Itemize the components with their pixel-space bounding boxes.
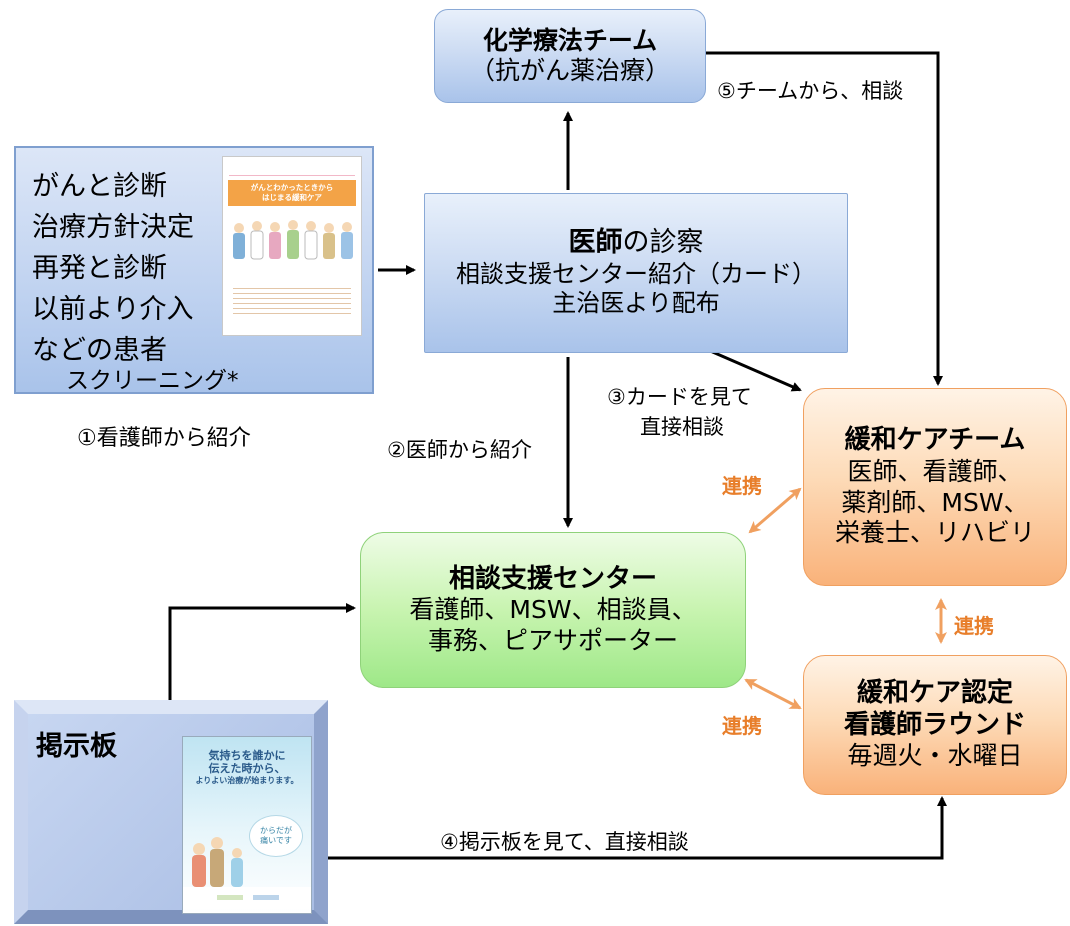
label-nurse-referral: ①看護師から紹介	[77, 426, 251, 451]
link-support-palliative	[748, 487, 802, 534]
arrow-chemo-to-palliative	[706, 51, 943, 386]
label-card-consult-2: 直接相談	[640, 415, 724, 439]
nurse-round-title-1: 緩和ケア認定	[856, 678, 1013, 709]
nurse-round-title-2: 看護師ラウンド	[843, 709, 1026, 740]
link-support-nurse	[744, 678, 802, 710]
patients-line-4: 以前より介入	[32, 294, 194, 325]
poster-bubble-line-1: からだが	[260, 826, 292, 835]
card-text-block	[233, 284, 351, 314]
card-title-line-1: がんとわかったときから	[250, 183, 334, 192]
doctor-exam-title-bold: 医師	[568, 227, 623, 259]
arrow-board-to-nurse-round	[326, 796, 947, 860]
support-center-line-2: 事務、ピアサポーター	[427, 625, 678, 655]
card-title-line-2: はじまる緩和ケア	[262, 193, 322, 202]
label-doctor-referral: ②医師から紹介	[387, 438, 532, 462]
doctor-exam-line-3: 主治医より配布	[552, 289, 720, 318]
doctor-exam-box: 医師の診察 相談支援センター紹介（カード） 主治医より配布	[424, 193, 848, 353]
label-board-consult: ④掲示板を見て、直接相談	[440, 830, 689, 854]
bulletin-board-title: 掲示板	[36, 731, 117, 762]
poster-thumbnail: 気持ちを誰かに 伝えた時から、 よりよい治療が始まります。 からだが 痛いです	[182, 736, 312, 914]
patients-line-2: 治療方針決定	[32, 212, 194, 243]
bulletin-board: 掲示板 気持ちを誰かに 伝えた時から、 よりよい治療が始まります。 からだが 痛…	[14, 700, 328, 924]
arrow-board-to-support	[168, 603, 356, 700]
poster-bubble-line-2: 痛いです	[260, 836, 292, 845]
palliative-team-line-2: 薬剤師、MSW、	[841, 487, 1029, 517]
support-center-box: 相談支援センター 看護師、MSW、相談員、 事務、ピアサポーター	[360, 532, 746, 688]
support-center-title: 相談支援センター	[448, 563, 657, 594]
poster-line-1: 気持ちを誰かに	[208, 749, 286, 762]
patients-line-5: などの患者	[32, 335, 167, 366]
label-card-consult-1: ③カードを見て	[607, 385, 752, 409]
patients-box: がんと診断 治療方針決定 再発と診断 以前より介入 などの患者 スクリーニング*…	[14, 146, 374, 394]
card-title-band: がんとわかったときから はじまる緩和ケア	[228, 180, 356, 206]
chemo-team-title: 化学療法チーム	[482, 25, 658, 55]
palliative-team-line-1: 医師、看護師、	[847, 457, 1023, 487]
patients-line-3: 再発と診断	[32, 253, 167, 284]
chemo-team-box: 化学療法チーム （抗がん薬治療）	[434, 9, 706, 103]
poster-line-2: 伝えた時から、	[208, 762, 286, 775]
doctor-exam-line-2: 相談支援センター紹介（カード）	[456, 260, 816, 289]
palliative-team-box: 緩和ケアチーム 医師、看護師、 薬剤師、MSW、 栄養士、リハビリ	[803, 388, 1067, 586]
link-label-2: 連携	[954, 614, 994, 638]
doctor-exam-title: 医師の診察	[569, 227, 704, 260]
patients-list: がんと診断 治療方針決定 再発と診断 以前より介入 などの患者	[32, 166, 194, 371]
palliative-team-line-3: 栄養士、リハビリ	[834, 518, 1035, 548]
arrow-card-to-palliative	[707, 348, 802, 392]
screening-label: スクリーニング*	[66, 368, 239, 394]
chemo-team-subtitle: （抗がん薬治療）	[469, 56, 670, 85]
poster-bubble: からだが 痛いです	[249, 815, 303, 857]
nurse-round-schedule: 毎週火・水曜日	[847, 741, 1023, 771]
nurse-round-box: 緩和ケア認定 看護師ラウンド 毎週火・水曜日	[803, 655, 1067, 795]
poster-headline: 気持ちを誰かに 伝えた時から、 よりよい治療が始まります。	[183, 749, 311, 786]
link-label-3: 連携	[722, 714, 762, 738]
label-team-consult: ⑤チームから、相談	[717, 79, 904, 103]
poster-line-3: よりよい治療が始まります。	[195, 776, 299, 785]
poster-people-illustration	[183, 837, 311, 909]
palliative-team-title: 緩和ケアチーム	[844, 425, 1026, 456]
support-center-line-1: 看護師、MSW、相談員、	[409, 595, 697, 625]
consult-card-thumbnail: がんとわかったときから はじまる緩和ケア	[222, 156, 362, 336]
link-label-1: 連携	[722, 474, 762, 498]
card-people-illustration	[233, 220, 353, 260]
card-header-bar	[229, 169, 355, 176]
patients-line-1: がんと診断	[32, 171, 167, 202]
doctor-exam-title-rest: の診察	[622, 227, 704, 259]
